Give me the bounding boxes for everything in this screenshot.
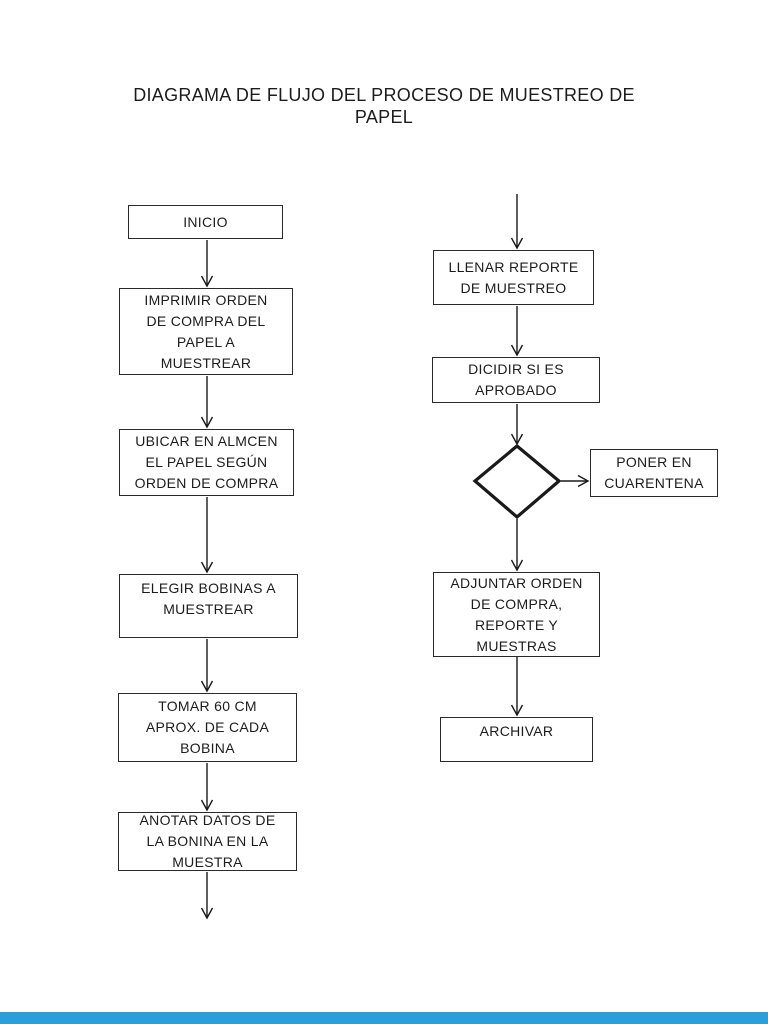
diagram-title: DIAGRAMA DE FLUJO DEL PROCESO DE MUESTRE… [133,85,635,127]
page-footer-bar [0,1012,768,1024]
flow-node-poner-cuarentena: PONER EN CUARENTENA [590,449,718,497]
flow-node-dicidir-aprobado: DICIDIR SI ES APROBADO [432,357,600,403]
arrow-incoming-to-llenar [510,194,524,250]
flow-node-llenar-reporte: LLENAR REPORTE DE MUESTREO [433,250,594,305]
arrow-decision-to-adjuntar [510,519,524,572]
arrow-tomar-to-anotar [200,763,214,812]
arrow-inicio-to-imprimir [200,240,214,288]
arrow-dicidir-to-decision [510,404,524,446]
flow-node-archivar: ARCHIVAR [440,717,593,762]
flow-node-ubicar-almacen: UBICAR EN ALMCEN EL PAPEL SEGÚN ORDEN DE… [119,429,294,496]
flow-node-adjuntar-orden: ADJUNTAR ORDEN DE COMPRA, REPORTE Y MUES… [433,572,600,657]
arrow-elegir-to-tomar [200,639,214,693]
arrow-llenar-to-dicidir [510,306,524,357]
flow-node-elegir-bobinas: ELEGIR BOBINAS A MUESTREAR [119,574,298,638]
arrow-adjuntar-to-archivar [510,657,524,717]
arrow-ubicar-to-elegir [200,497,214,574]
flow-node-imprimir-orden: IMPRIMIR ORDEN DE COMPRA DEL PAPEL A MUE… [119,288,293,375]
arrow-imprimir-to-ubicar [200,376,214,429]
flow-node-tomar-60cm: TOMAR 60 CM APROX. DE CADA BOBINA [118,693,297,762]
decision-diamond [472,443,562,520]
arrow-anotar-continuation [200,872,214,920]
flow-node-anotar-datos: ANOTAR DATOS DE LA BONINA EN LA MUESTRA [118,812,297,871]
flow-node-inicio: INICIO [128,205,283,239]
arrow-decision-to-poner [561,474,590,488]
